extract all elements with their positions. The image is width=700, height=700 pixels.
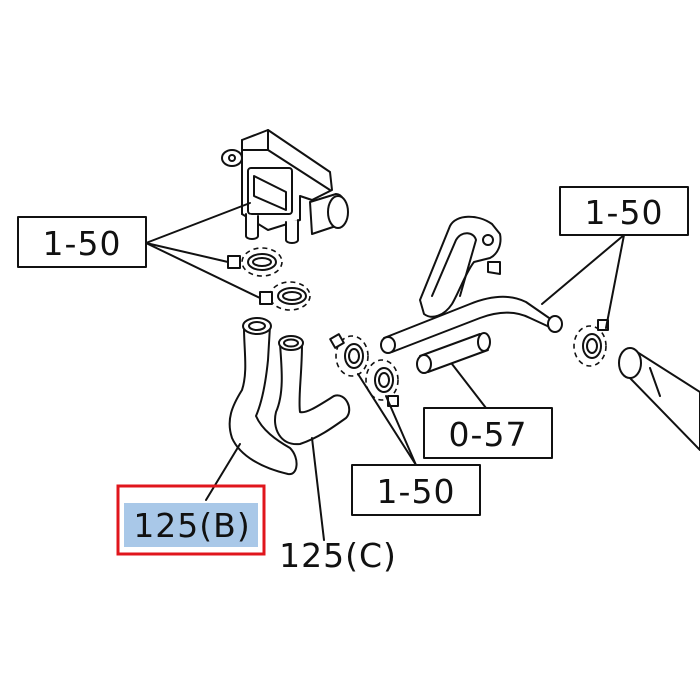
callout-middle-bottom-text: 1-50 — [377, 472, 456, 511]
callout-middle-right-text: 0-57 — [449, 415, 528, 454]
callout-top-right: 1-50 — [559, 186, 689, 236]
clamp-right — [573, 319, 609, 367]
clamp-lower — [259, 281, 311, 311]
callout-top-left: 1-50 — [17, 216, 147, 268]
callout-top-left-text: 1-50 — [43, 224, 122, 263]
part-label-125c[interactable]: 125(C) — [279, 536, 397, 575]
sensor-assembly — [221, 129, 349, 244]
callout-middle-bottom: 1-50 — [351, 464, 481, 516]
highlighted-part-label[interactable]: 125(B) — [116, 484, 266, 556]
callout-top-right-text: 1-50 — [585, 193, 664, 232]
clamp-upper — [227, 247, 283, 277]
hose-c — [274, 335, 351, 446]
highlight-fill — [124, 503, 258, 547]
clamp-mid-upper — [329, 333, 369, 377]
metal-pipe — [380, 296, 563, 354]
hose-b — [228, 317, 298, 476]
clamp-mid-lower — [365, 359, 399, 407]
callout-middle-right: 0-57 — [423, 407, 553, 459]
large-hose — [618, 347, 700, 451]
highlight-border — [116, 484, 266, 556]
leader-lines — [145, 202, 625, 541]
pipe-0-57 — [416, 332, 491, 374]
part-label-125b[interactable]: 125(B) — [133, 506, 250, 545]
bracket — [419, 215, 502, 318]
